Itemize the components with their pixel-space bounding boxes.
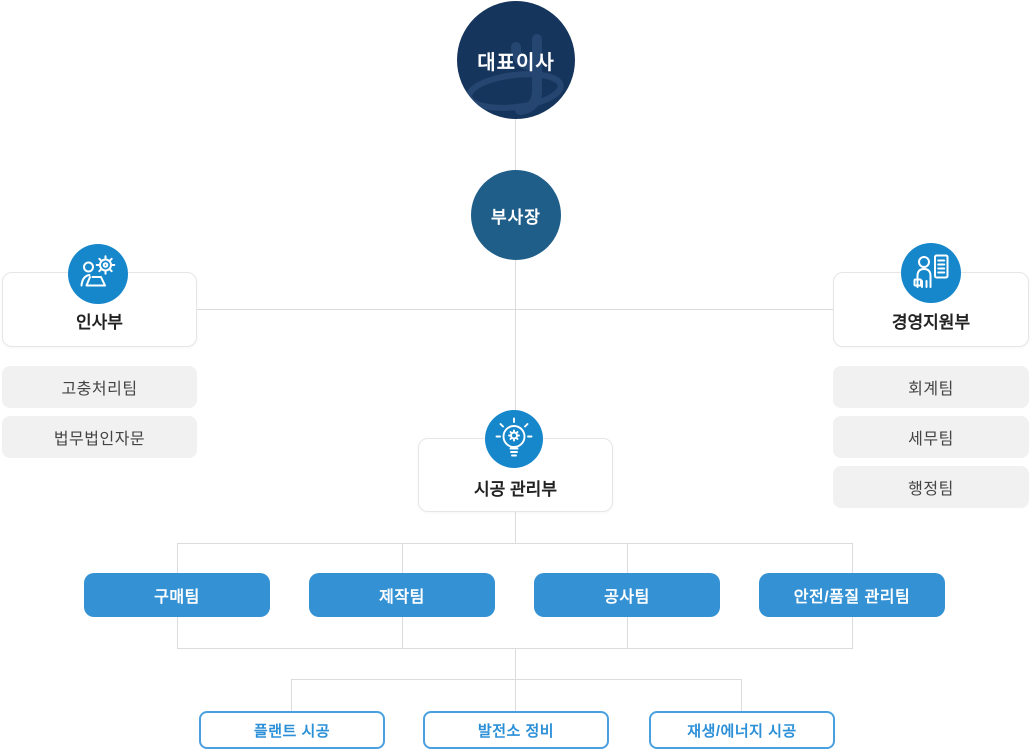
team-label: 공사팀 bbox=[604, 589, 650, 606]
dept-construction: 시공 관리부 bbox=[418, 438, 613, 512]
team-construction: 공사팀 bbox=[534, 573, 720, 617]
hr-team-label: 법무법인자문 bbox=[53, 431, 146, 448]
connector-branch-horizontal bbox=[197, 309, 833, 310]
vp-node: 부사장 bbox=[471, 170, 561, 260]
support-team-label: 세무팀 bbox=[908, 431, 954, 448]
connector-vp-construction bbox=[515, 260, 516, 412]
dept-hr-label: 인사부 bbox=[76, 313, 123, 332]
dept-construction-label: 시공 관리부 bbox=[474, 480, 557, 499]
field-plant-construction: 플랜트 시공 bbox=[199, 711, 385, 749]
support-team-label: 회계팀 bbox=[908, 381, 954, 398]
presenter-document-icon bbox=[913, 254, 949, 288]
hr-icon-circle bbox=[68, 244, 128, 304]
connector-teams-bus-top bbox=[177, 543, 853, 544]
connector-construction-bus bbox=[515, 512, 516, 543]
hr-team-grievance: 고충처리팀 bbox=[2, 366, 197, 408]
hr-team-label: 고충처리팀 bbox=[61, 381, 138, 398]
logo-watermark-icon bbox=[466, 34, 564, 115]
ceo-node: 대표이사 bbox=[457, 1, 575, 119]
team-label: 구매팀 bbox=[154, 589, 200, 606]
ceo-label: 대표이사 bbox=[477, 51, 555, 74]
field-renewable-energy: 재생/에너지 시공 bbox=[649, 711, 835, 749]
team-label: 안전/품질 관리팀 bbox=[793, 589, 911, 606]
connector-ceo-vp bbox=[515, 119, 516, 171]
vp-label: 부사장 bbox=[491, 207, 541, 227]
support-team-tax: 세무팀 bbox=[833, 416, 1029, 458]
team-label: 제작팀 bbox=[379, 589, 425, 606]
hr-team-legal: 법무법인자문 bbox=[2, 416, 197, 458]
connector-field-1 bbox=[291, 679, 292, 711]
idea-bulb-gear-icon bbox=[495, 417, 533, 457]
field-label: 재생/에너지 시공 bbox=[687, 722, 797, 740]
support-team-admin: 행정팀 bbox=[833, 466, 1029, 508]
connector-bus-fields bbox=[515, 648, 516, 679]
dept-support-label: 경영지원부 bbox=[891, 313, 971, 332]
support-team-label: 행정팀 bbox=[908, 481, 954, 498]
team-production: 제작팀 bbox=[309, 573, 495, 617]
support-team-accounting: 회계팀 bbox=[833, 366, 1029, 408]
support-icon-circle bbox=[901, 243, 961, 303]
dept-hr: 인사부 bbox=[2, 272, 197, 347]
connector-field-2 bbox=[515, 679, 516, 711]
connector-field-3 bbox=[741, 679, 742, 711]
team-safety-quality: 안전/품질 관리팀 bbox=[759, 573, 945, 617]
field-label: 발전소 정비 bbox=[477, 722, 555, 740]
worker-gear-icon bbox=[80, 255, 116, 287]
team-purchasing: 구매팀 bbox=[84, 573, 270, 617]
construction-icon-circle bbox=[485, 410, 543, 468]
field-powerplant-maintenance: 발전소 정비 bbox=[423, 711, 609, 749]
field-label: 플랜트 시공 bbox=[253, 722, 331, 740]
connector-fields-horizontal bbox=[291, 679, 741, 680]
